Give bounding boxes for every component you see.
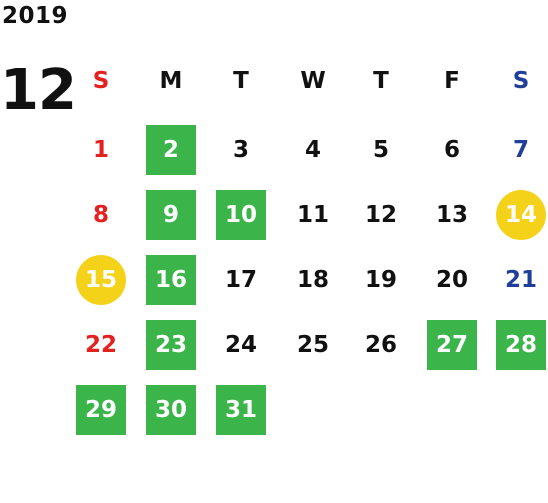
day-cell-21[interactable]: 21	[504, 267, 537, 293]
day-cell-1[interactable]: 1	[92, 137, 109, 163]
day-cell-8[interactable]: 8	[92, 202, 109, 228]
day-cell-22[interactable]: 22	[84, 332, 117, 358]
day-cell-29[interactable]: 29	[76, 385, 126, 435]
day-cell-31[interactable]: 31	[216, 385, 266, 435]
day-cell-19[interactable]: 19	[364, 267, 397, 293]
day-cell-24[interactable]: 24	[224, 332, 257, 358]
weekday-header-sun: S	[92, 68, 110, 94]
day-cell-11[interactable]: 11	[296, 202, 329, 228]
day-cell-13[interactable]: 13	[435, 202, 468, 228]
day-cell-17[interactable]: 17	[224, 267, 257, 293]
weekday-header-fri: F	[444, 68, 460, 94]
day-cell-6[interactable]: 6	[443, 137, 460, 163]
weekday-header-mon: M	[159, 68, 183, 94]
day-cell-12[interactable]: 12	[364, 202, 397, 228]
day-cell-20[interactable]: 20	[435, 267, 468, 293]
day-cell-16[interactable]: 16	[146, 255, 196, 305]
day-cell-26[interactable]: 26	[364, 332, 397, 358]
day-cell-3[interactable]: 3	[232, 137, 249, 163]
day-cell-2[interactable]: 2	[146, 125, 196, 175]
day-cell-5[interactable]: 5	[372, 137, 389, 163]
year-label: 2019	[2, 3, 69, 29]
month-number: 12	[0, 58, 77, 123]
weekday-header-tue: T	[233, 68, 249, 94]
day-cell-27[interactable]: 27	[427, 320, 477, 370]
day-cell-23[interactable]: 23	[146, 320, 196, 370]
day-cell-28[interactable]: 28	[496, 320, 546, 370]
day-cell-18[interactable]: 18	[296, 267, 329, 293]
weekday-header-thu: T	[373, 68, 389, 94]
day-cell-15[interactable]: 15	[76, 255, 126, 305]
weekday-header-sat: S	[512, 68, 530, 94]
weekday-header-wed: W	[300, 68, 326, 94]
day-cell-4[interactable]: 4	[304, 137, 321, 163]
day-cell-7[interactable]: 7	[512, 137, 529, 163]
day-cell-30[interactable]: 30	[146, 385, 196, 435]
day-cell-25[interactable]: 25	[296, 332, 329, 358]
day-cell-9[interactable]: 9	[146, 190, 196, 240]
day-cell-10[interactable]: 10	[216, 190, 266, 240]
day-cell-14[interactable]: 14	[496, 190, 546, 240]
